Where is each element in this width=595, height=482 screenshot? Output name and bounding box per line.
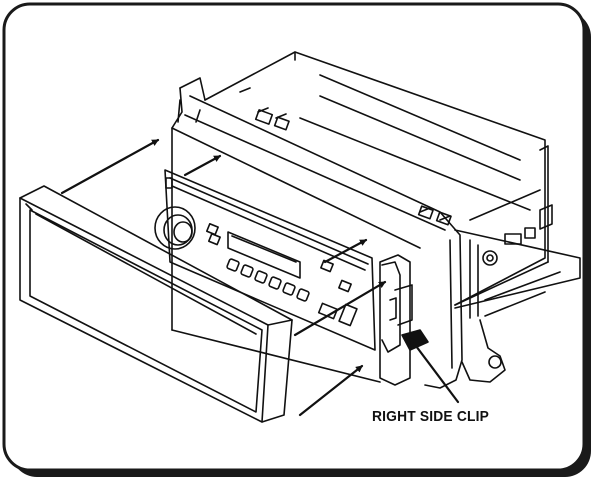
right-side-clip-label: RIGHT SIDE CLIP xyxy=(372,408,490,425)
arrow-icon xyxy=(298,364,364,417)
arrow-icon xyxy=(293,280,387,337)
trim-bezel xyxy=(19,185,293,423)
radio-chassis xyxy=(204,51,549,306)
arrow-icon xyxy=(323,238,368,264)
panel-border xyxy=(2,2,586,472)
arrow-icon xyxy=(60,138,160,195)
arrow-icon xyxy=(183,154,222,177)
knob-icon xyxy=(154,206,196,250)
radio-faceplate xyxy=(154,169,376,351)
mounting-bracket-right xyxy=(454,204,581,383)
mounting-sleeve xyxy=(171,77,463,389)
arrow-icon xyxy=(408,336,460,404)
